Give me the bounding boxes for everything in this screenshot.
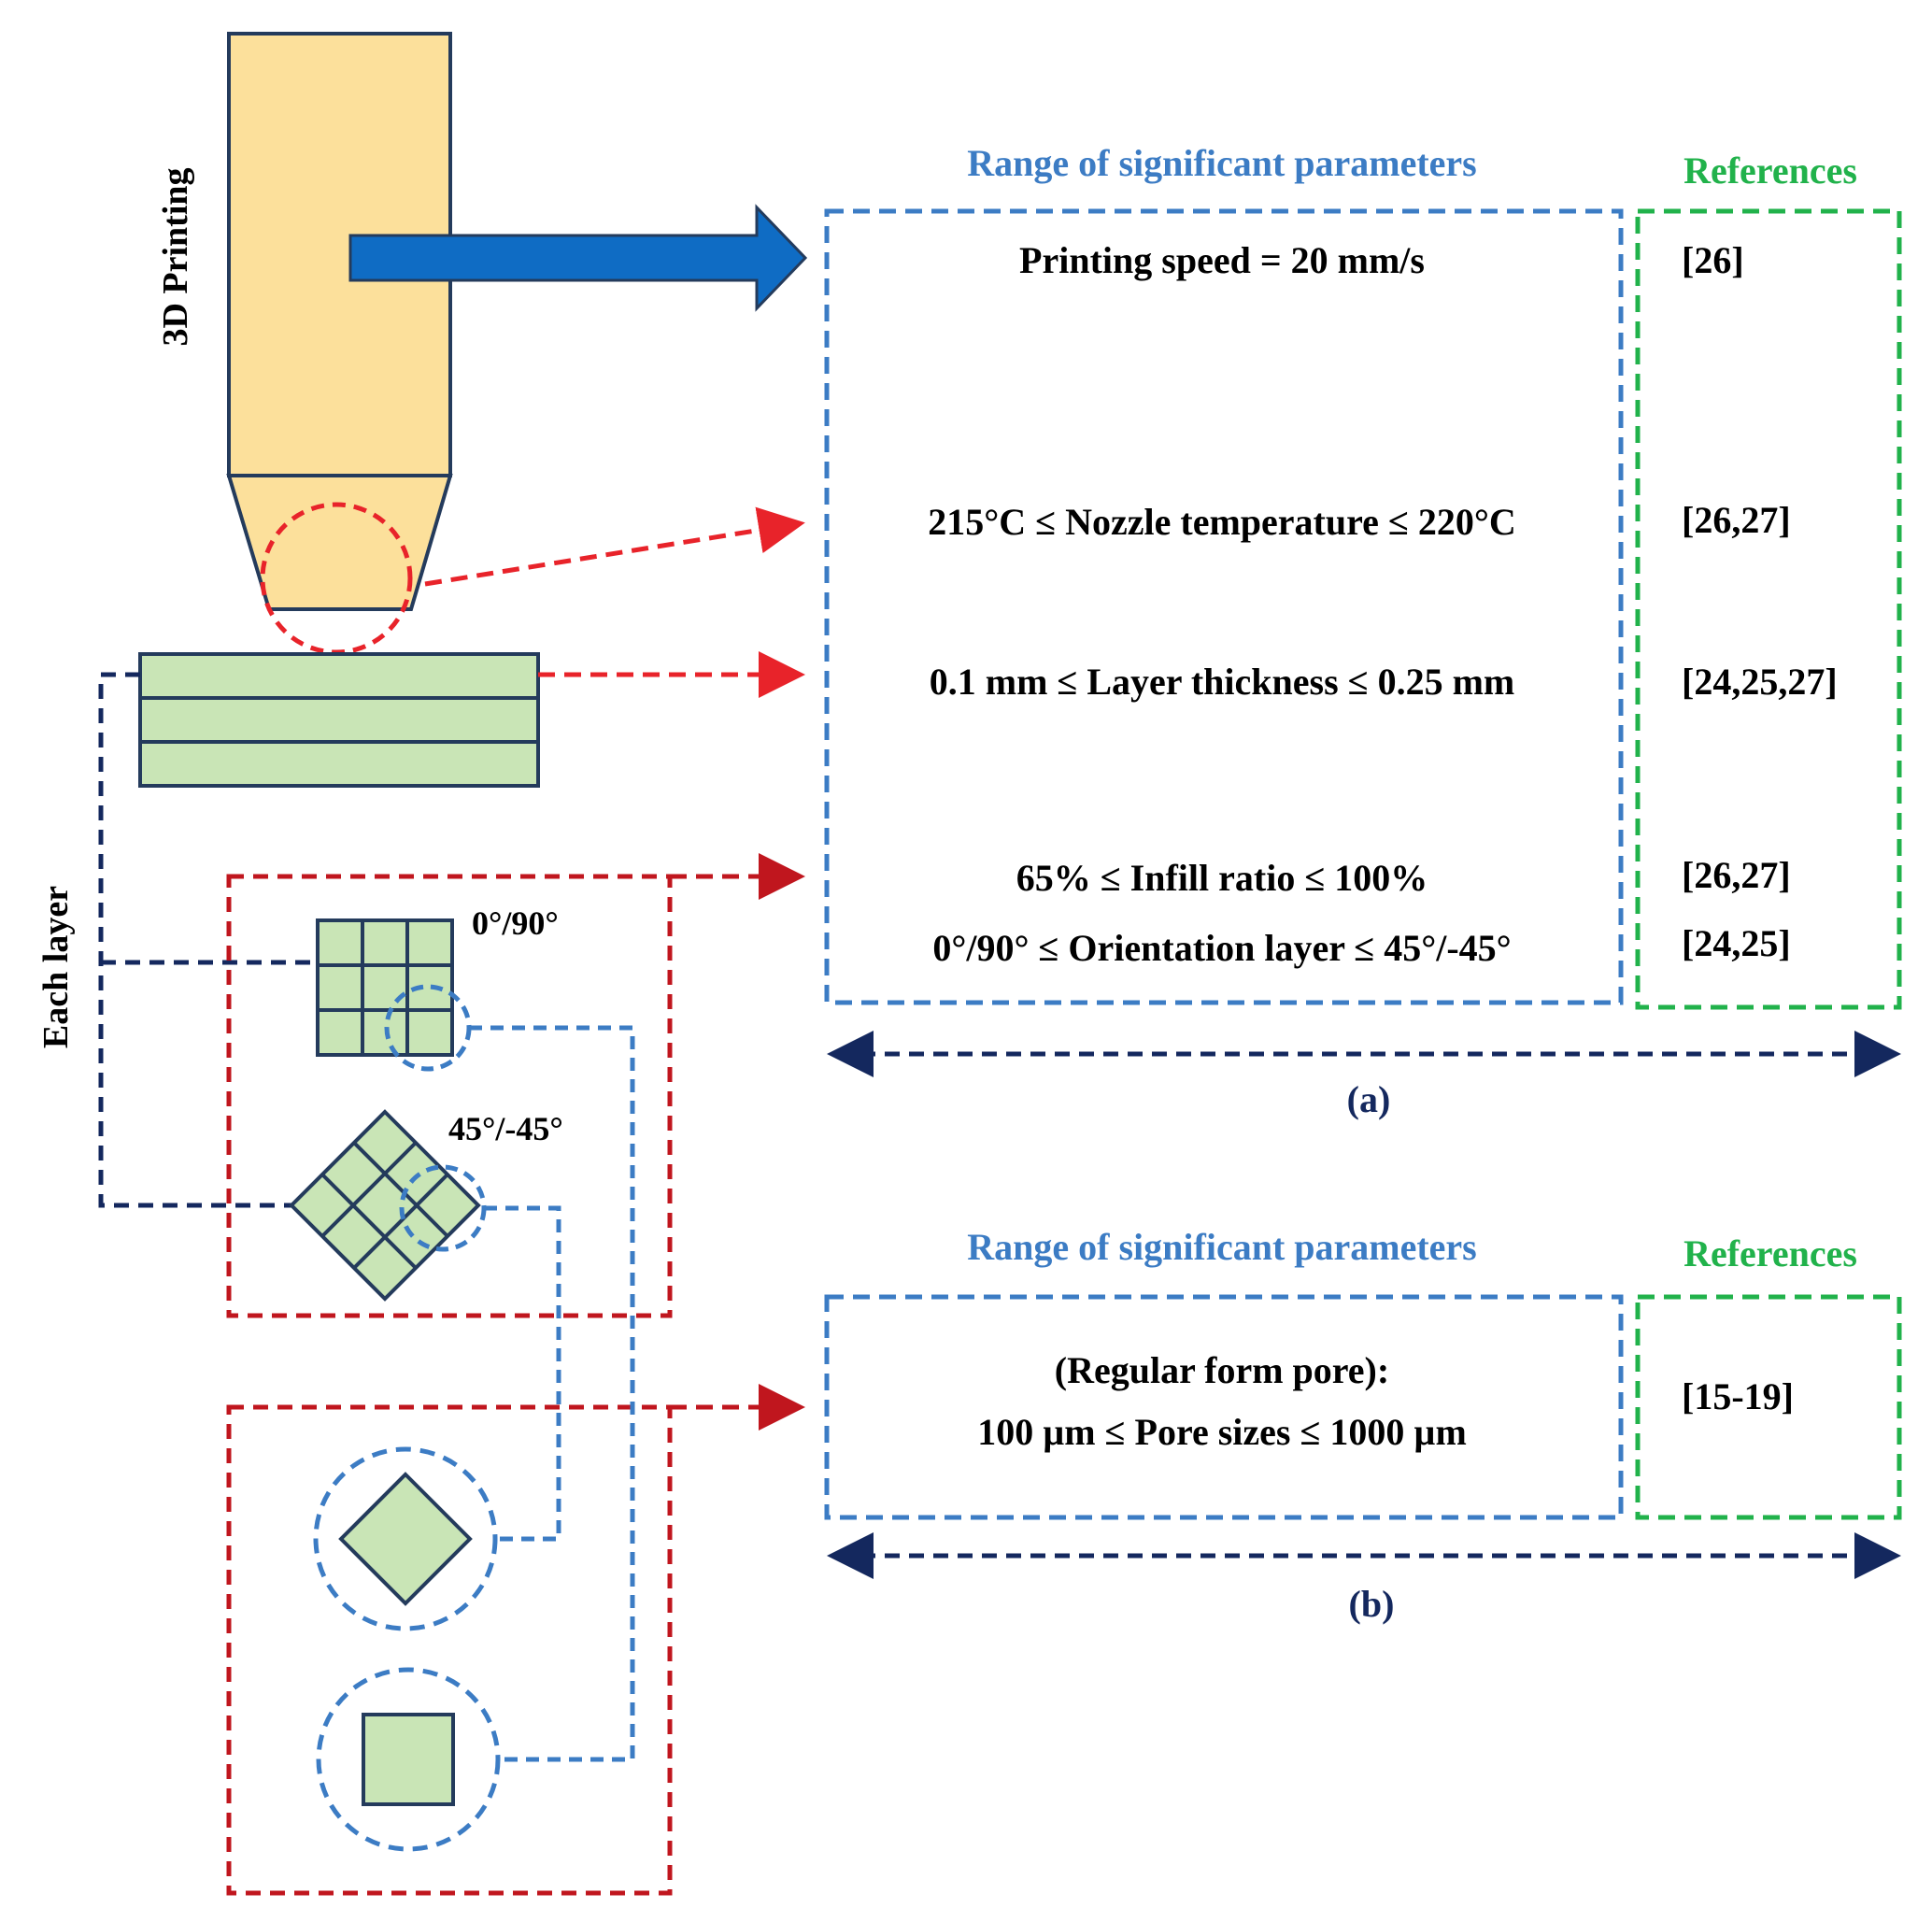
param-nozzle-temperature: 215°C ≤ Nozzle temperature ≤ 220°C	[928, 501, 1515, 543]
connector-45-to-diamond	[484, 1205, 561, 1542]
grid-45-diamond	[289, 1109, 481, 1302]
param-pore-sizes: 100 µm ≤ Pore sizes ≤ 1000 µm	[977, 1411, 1467, 1453]
printer-nozzle	[226, 474, 453, 611]
diamond-pore	[338, 1472, 473, 1606]
ref-printing-speed: [26]	[1682, 239, 1744, 281]
panel-b: Range of significant parameters Referenc…	[824, 1226, 1902, 1625]
panel-a-refs-header: References	[1683, 149, 1857, 192]
ref-infill-ratio: [26,27]	[1682, 854, 1791, 896]
param-orientation-layer: 0°/90° ≤ Orientation layer ≤ 45°/-45°	[932, 927, 1511, 969]
param-infill-ratio: 65% ≤ Infill ratio ≤ 100%	[1016, 857, 1428, 899]
printer-label: 3D Printing	[156, 167, 195, 346]
panel-a-params-header: Range of significant parameters	[967, 142, 1476, 184]
param-printing-speed: Printing speed = 20 mm/s	[1019, 239, 1425, 281]
panel-a-caption: (a)	[1347, 1078, 1391, 1120]
diamond-pore-circle	[313, 1446, 498, 1631]
grid-45-pattern	[289, 1109, 481, 1302]
panel-a-params-box	[824, 208, 1624, 1005]
panel-b-caption: (b)	[1349, 1583, 1395, 1625]
ref-layer-thickness: [24,25,27]	[1682, 661, 1838, 703]
each-layer-label: Each layer	[36, 886, 76, 1048]
square-pore-circle	[316, 1667, 501, 1852]
panel-b-params-header: Range of significant parameters	[967, 1226, 1476, 1268]
ref-orientation-layer: [24,25]	[1682, 922, 1791, 964]
square-pore	[362, 1713, 455, 1806]
layer-1	[138, 652, 540, 700]
printer-output-arrow	[348, 204, 808, 312]
ref-nozzle-temperature: [26,27]	[1682, 499, 1791, 541]
panel-b-params-box	[824, 1294, 1624, 1520]
nozzle-to-temperature-arrow	[424, 506, 805, 587]
panel-a: Range of significant parameters Referenc…	[824, 142, 1902, 1120]
grid-45-label: 45°/-45°	[448, 1110, 563, 1147]
panel-b-refs-box	[1635, 1294, 1902, 1520]
layer-connectors	[98, 672, 318, 1208]
param-layer-thickness: 0.1 mm ≤ Layer thickness ≤ 0.25 mm	[930, 661, 1514, 703]
orientation-box	[226, 874, 673, 1318]
layer-3	[138, 740, 540, 788]
ref-pore-sizes: [15-19]	[1682, 1375, 1794, 1417]
pore-connectors	[469, 1025, 635, 1762]
grid-0-90-label: 0°/90°	[472, 904, 559, 942]
pore-box	[226, 1404, 673, 1896]
layer-connector-outer	[98, 672, 291, 1208]
panel-b-refs-header: References	[1683, 1232, 1857, 1274]
layer-2	[138, 696, 540, 744]
printer	[226, 32, 453, 611]
param-pore-form: (Regular form pore):	[1055, 1349, 1389, 1391]
panel-a-refs-box	[1635, 208, 1902, 1010]
layer-stack	[138, 652, 540, 788]
